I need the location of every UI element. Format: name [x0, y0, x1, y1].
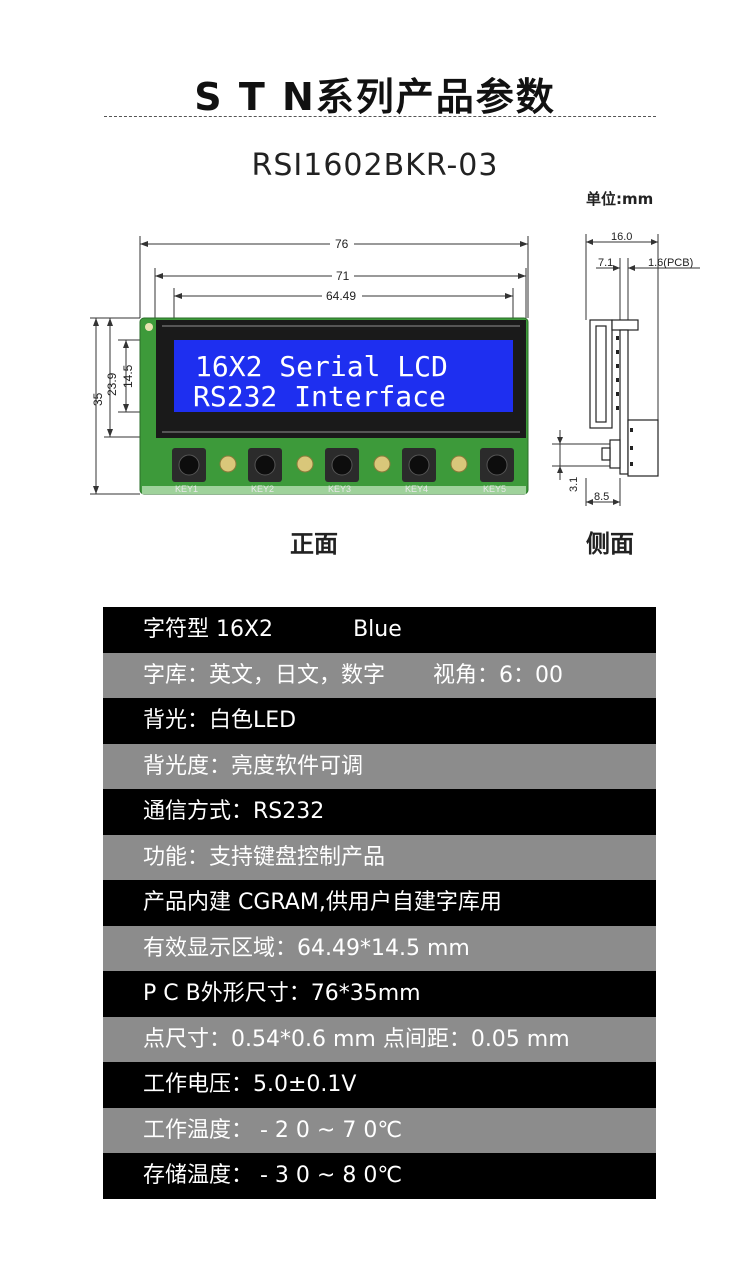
spec-row-storage-temp: 存储温度： - 3 0 ~ 8 0℃	[103, 1153, 656, 1199]
spec-text: 背光：白色LED	[143, 708, 297, 733]
pcb-edge	[142, 486, 526, 494]
dim-23-9: 23.9	[105, 372, 119, 396]
spec-row-function: 功能：支持键盘控制产品	[103, 834, 656, 880]
dim-14-5: 14.5	[121, 364, 135, 388]
spec-text: 存储温度： - 3 0 ~ 8 0℃	[143, 1163, 403, 1188]
spec-extra-color: Blue	[353, 617, 402, 642]
dim-7-1: 7.1	[598, 257, 613, 269]
lcd-line-1: 16X2 Serial LCD	[195, 350, 448, 383]
front-dimension-arrows	[93, 241, 528, 494]
dim-35: 35	[91, 392, 105, 406]
spec-row-character-type: 字符型 16X2 Blue	[103, 607, 656, 653]
key-label: KEY2	[251, 484, 274, 494]
key-label: KEY1	[175, 484, 198, 494]
hole	[450, 455, 468, 473]
spec-text: 功能：支持键盘控制产品	[143, 844, 386, 870]
spec-text: 通信方式：RS232	[143, 799, 325, 824]
lcd-screen	[174, 340, 513, 412]
spec-text: 背光度：亮度软件可调	[143, 753, 364, 779]
spec-row-font-library: 字库：英文，日文，数字 视角：6：00	[103, 652, 656, 698]
side-dimension-labels: 16.0 7.1 1.6(PCB) 3.1 8.5	[568, 231, 693, 503]
spec-text: P C B外形尺寸：76*35mm	[143, 981, 421, 1006]
spec-text: 字库：英文，日文，数字	[143, 662, 386, 688]
front-view-caption: 正面	[290, 530, 338, 558]
key-button: KEY2	[248, 448, 282, 494]
dim-3-1: 3.1	[568, 477, 580, 492]
side-profile	[589, 319, 659, 477]
spec-text: 字符型 16X2	[143, 617, 274, 642]
dim-8-5: 8.5	[594, 491, 609, 503]
hole	[373, 455, 391, 473]
spec-text: 工作电压：5.0±0.1V	[143, 1072, 357, 1097]
hole	[219, 455, 237, 473]
key-button: KEY4	[402, 448, 436, 494]
unit-label: 单位:mm	[586, 190, 654, 208]
dim-64-49: 64.49	[326, 289, 356, 303]
spec-text: 有效显示区域：64.49*14.5 mm	[143, 935, 470, 961]
side-dimension-arrows	[557, 239, 658, 505]
spec-row-brightness: 背光度：亮度软件可调	[103, 743, 656, 789]
model-number: RSI1602BKR-03	[251, 148, 499, 183]
spec-row-backlight: 背光：白色LED	[103, 698, 656, 744]
key-label: KEY5	[483, 484, 506, 494]
spec-row-dot-size: 点尺寸：0.54*0.6 mm 点间距：0.05 mm	[103, 1016, 656, 1062]
spec-row-operating-temp: 工作温度： - 2 0 ~ 7 0℃	[103, 1107, 656, 1153]
keypad: KEY1 KEY2 KEY3 KEY4 KEY5	[172, 448, 514, 494]
spec-row-voltage: 工作电压：5.0±0.1V	[103, 1062, 656, 1108]
dim-76: 76	[335, 237, 349, 251]
key-label: KEY4	[405, 484, 428, 494]
front-dimension-labels: 76 71 64.49 35 23.9 14.5	[91, 236, 362, 406]
title-divider	[104, 116, 656, 117]
key-label: KEY3	[328, 484, 351, 494]
spec-row-communication: 通信方式：RS232	[103, 789, 656, 835]
dim-1-6-pcb: 1.6(PCB)	[648, 257, 693, 269]
mount-hole	[145, 323, 153, 331]
page-title: S T N系列产品参数	[194, 75, 556, 119]
dim-71: 71	[336, 269, 350, 283]
key-button: KEY5	[480, 448, 514, 494]
spec-extra-viewing-angle: 视角：6：00	[433, 662, 564, 688]
side-view-caption: 侧面	[586, 530, 634, 558]
key-button: KEY3	[325, 448, 359, 494]
spec-text: 点尺寸：0.54*0.6 mm 点间距：0.05 mm	[143, 1026, 570, 1052]
dim-16-0: 16.0	[611, 231, 632, 243]
side-pins	[616, 336, 633, 466]
spec-text: 工作温度： - 2 0 ~ 7 0℃	[143, 1117, 403, 1143]
spec-table: 字符型 16X2 Blue 字库：英文，日文，数字 视角：6：00 背光：白色LED…	[103, 607, 656, 1199]
spec-row-display-area: 有效显示区域：64.49*14.5 mm	[103, 925, 656, 971]
key-button: KEY1	[172, 448, 206, 494]
lcd-line-2: RS232 Interface	[193, 380, 446, 413]
hole	[296, 455, 314, 473]
spec-row-pcb-size: P C B外形尺寸：76*35mm	[103, 971, 656, 1017]
spec-row-cgram: 产品内建 CGRAM,供用户自建字库用	[103, 880, 656, 926]
technical-drawing: 76 71 64.49 35 23.9 14.5 16X2 Serial LCD…	[90, 231, 700, 506]
spec-text: 产品内建 CGRAM,供用户自建字库用	[143, 890, 502, 915]
